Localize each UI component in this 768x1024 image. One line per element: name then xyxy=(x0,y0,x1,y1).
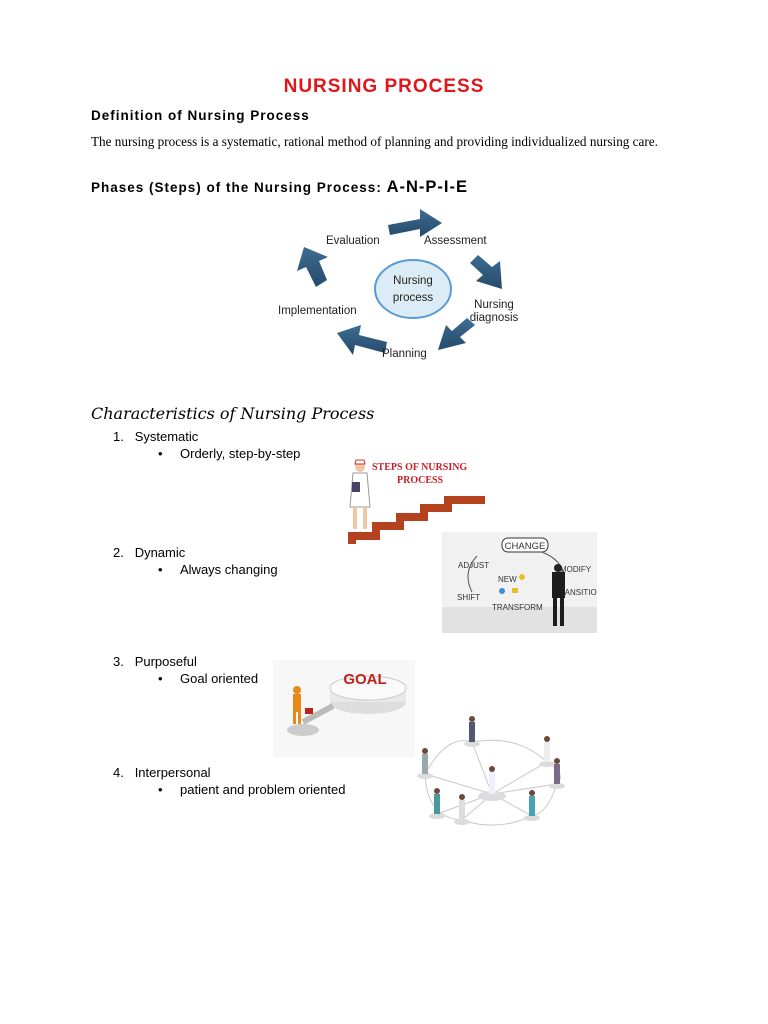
phases-heading-text: Phases (Steps) of the Nursing Process: xyxy=(91,180,387,195)
sub-item-interpersonal: • patient and problem oriented xyxy=(158,782,346,797)
sub-item-label: Always changing xyxy=(180,562,278,577)
bullet-icon: • xyxy=(158,446,163,461)
shift-label: SHIFT xyxy=(457,593,480,602)
list-label: Systematic xyxy=(134,429,199,444)
list-item-systematic: 1. Systematic xyxy=(113,429,198,444)
definition-heading: Definition of Nursing Process xyxy=(91,108,310,123)
list-number: 1. xyxy=(113,429,124,444)
sub-item-systematic: • Orderly, step-by-step xyxy=(158,446,300,461)
bullet-icon: • xyxy=(158,562,163,577)
adjust-label: ADJUST xyxy=(458,561,489,570)
steps-title-line2: PROCESS xyxy=(397,475,444,486)
list-label: Interpersonal xyxy=(134,765,211,780)
nursing-process-cycle-diagram: Nursing process Evaluation Assessment Nu… xyxy=(278,209,519,360)
people-figures xyxy=(422,716,560,820)
modify-label: MODIFY xyxy=(560,565,592,574)
list-number: 4. xyxy=(113,765,124,780)
characteristics-heading: Characteristics of Nursing Process xyxy=(91,404,375,423)
person-figure xyxy=(293,686,301,724)
new-label: NEW xyxy=(498,575,517,584)
sub-item-label: Orderly, step-by-step xyxy=(180,446,301,461)
center-label-line2: process xyxy=(393,292,434,304)
arrow-evaluation-to-assessment xyxy=(388,209,442,237)
label-planning: Planning xyxy=(382,348,427,360)
label-implementation: Implementation xyxy=(278,305,357,317)
change-concept-image: CHANGE ADJUST MODIFY NEW SHIFT TRANSITIO… xyxy=(442,532,597,633)
phases-heading: Phases (Steps) of the Nursing Process: A… xyxy=(91,178,468,197)
page-title: NURSING PROCESS xyxy=(283,76,485,97)
arrow-planning-to-implementation xyxy=(337,325,387,355)
sub-item-purposeful: • Goal oriented xyxy=(158,671,258,686)
goal-image: GOAL xyxy=(273,660,415,757)
bullet-icon: • xyxy=(158,782,163,797)
list-number: 2. xyxy=(113,545,124,560)
arrow-assessment-to-diagnosis xyxy=(470,255,502,289)
list-label: Dynamic xyxy=(134,545,186,560)
bullet-icon: • xyxy=(158,671,163,686)
list-item-interpersonal: 4. Interpersonal xyxy=(113,765,211,780)
steps-title-line1: STEPS OF NURSING xyxy=(372,462,467,473)
change-label: CHANGE xyxy=(505,541,546,552)
label-diagnosis-line1: Nursing xyxy=(474,299,514,311)
sub-item-label: Goal oriented xyxy=(180,671,259,686)
list-number: 3. xyxy=(113,654,124,669)
steps-of-nursing-process-image: STEPS OF NURSING PROCESS xyxy=(348,459,485,544)
sub-item-dynamic: • Always changing xyxy=(158,562,278,577)
list-item-purposeful: 3. Purposeful xyxy=(113,654,197,669)
label-diagnosis-line2: diagnosis xyxy=(470,312,519,324)
label-evaluation: Evaluation xyxy=(326,235,380,247)
staircase xyxy=(348,496,485,544)
businessman-figure xyxy=(552,564,565,626)
sub-item-label: patient and problem oriented xyxy=(180,782,346,797)
list-item-dynamic: 2. Dynamic xyxy=(113,545,185,560)
interpersonal-network-image xyxy=(417,716,565,826)
phases-acronym: A-N-P-I-E xyxy=(386,178,468,196)
transform-label: TRANSFORM xyxy=(492,603,543,612)
nurse-figure xyxy=(349,459,371,529)
label-assessment: Assessment xyxy=(424,235,487,247)
arrow-implementation-to-evaluation xyxy=(297,247,328,287)
transition-label: TRANSITION xyxy=(554,588,597,597)
list-label: Purposeful xyxy=(134,654,197,669)
goal-label: GOAL xyxy=(343,671,386,688)
arrow-diagnosis-to-planning xyxy=(438,318,475,350)
definition-text: The nursing process is a systematic, rat… xyxy=(91,134,658,149)
center-label-line1: Nursing xyxy=(393,275,433,287)
center-ellipse xyxy=(374,259,452,319)
